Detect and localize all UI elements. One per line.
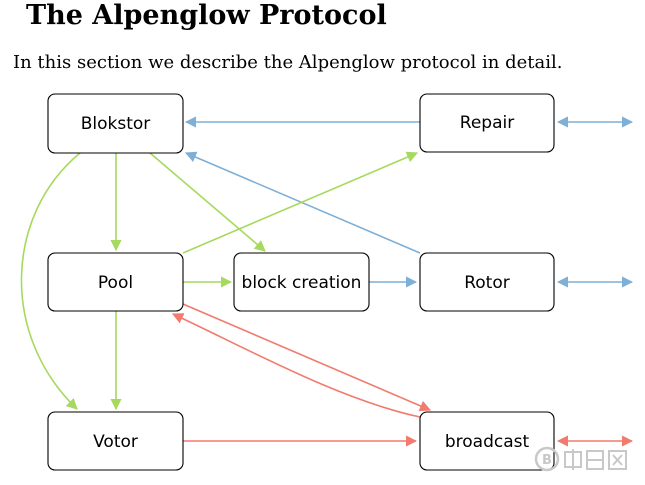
node-repair: Repair xyxy=(419,93,555,153)
edge-blokstor-to-blockcreation xyxy=(149,152,266,252)
node-blokstor-label: Blokstor xyxy=(81,114,151,134)
node-rotor: Rotor xyxy=(419,252,555,312)
node-broadcast: broadcast xyxy=(419,411,555,471)
svg-text:B: B xyxy=(542,453,552,468)
node-votor: Votor xyxy=(47,411,184,471)
coin-logo-icon: B xyxy=(534,446,627,472)
node-block-creation: block creation xyxy=(233,252,370,312)
node-repair-label: Repair xyxy=(460,113,514,133)
node-blokstor: Blokstor xyxy=(47,93,184,154)
edge-pool-to-repair xyxy=(182,151,419,254)
node-block-creation-label: block creation xyxy=(242,273,362,293)
node-broadcast-label: broadcast xyxy=(445,432,530,452)
section-title: The Alpenglow Protocol xyxy=(26,0,387,31)
edge-blokstor-to-votor xyxy=(20,152,81,410)
edge-pool-to-broadcast xyxy=(182,303,432,412)
node-votor-label: Votor xyxy=(93,432,138,452)
edge-rotor-to-blokstor xyxy=(184,151,421,254)
node-rotor-label: Rotor xyxy=(464,273,510,293)
node-pool: Pool xyxy=(47,252,184,312)
edge-broadcast-to-pool xyxy=(171,313,421,418)
intro-paragraph: In this section we describe the Alpenglo… xyxy=(13,52,563,73)
node-pool-label: Pool xyxy=(98,273,133,293)
